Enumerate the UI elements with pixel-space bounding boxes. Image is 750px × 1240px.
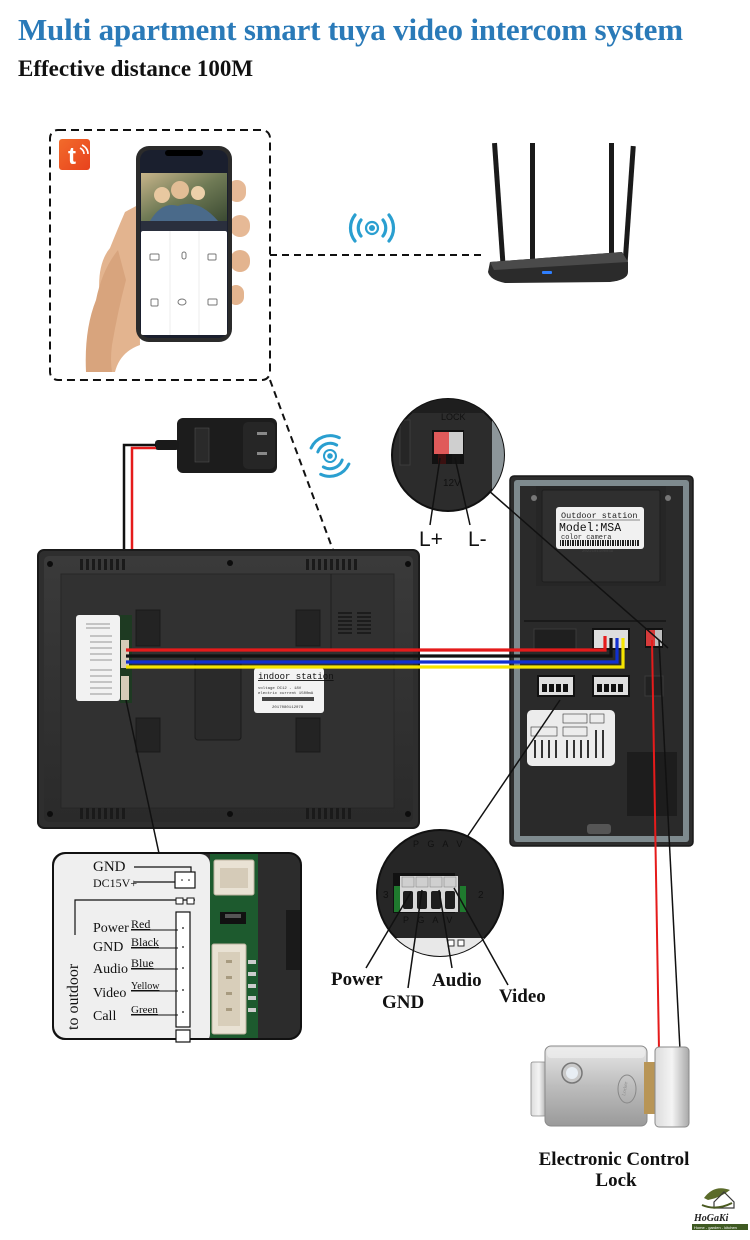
terminal-right-num: 2 xyxy=(478,890,484,901)
router-image xyxy=(488,142,636,283)
outdoor-terminal-1 xyxy=(537,675,575,697)
terminal-video-label: Video xyxy=(499,986,546,1007)
indoor-connector-detail: GND DC15V+ to outdoor Power Red GND Blac… xyxy=(52,852,302,1043)
detail-row-video-name: Video xyxy=(93,986,126,1001)
smartphone-image xyxy=(136,146,232,342)
watermark-brand: HoGaKi xyxy=(693,1213,729,1224)
watermark-tagline: Home - garden - kitchen xyxy=(694,1225,737,1230)
tuya-logo-glyph: t xyxy=(68,143,76,170)
camera-icon[interactable] xyxy=(149,253,160,261)
outdoor-model-label: Outdoor station Model:MSA color camera 2… xyxy=(556,507,644,554)
detail-row-power-name: Power xyxy=(93,921,129,936)
wire-blue-audio xyxy=(126,638,619,664)
lock-plus-label: L+ xyxy=(419,528,443,551)
wire-red-power xyxy=(126,636,607,652)
video-record-icon[interactable] xyxy=(207,253,217,261)
indoor-detail-pointer xyxy=(125,699,161,859)
lock-brand: Locker xyxy=(622,1081,629,1096)
detail-row-gnd-name: GND xyxy=(93,940,123,955)
detail-to-outdoor-label: to outdoor xyxy=(65,963,82,1030)
page-title: Multi apartment smart tuya video interco… xyxy=(18,12,683,47)
lock-terminal-callout: LOCK 12V xyxy=(391,398,505,512)
power-adapter-icon xyxy=(155,418,277,473)
wire-black-gnd xyxy=(126,638,613,658)
terminal-callout-pointer xyxy=(464,699,561,841)
outdoor-camera-type: color camera xyxy=(561,534,611,542)
wifi-signal-icon xyxy=(348,213,396,243)
detail-row-gnd-color: Black xyxy=(131,935,159,949)
detail-row-call-color: Green xyxy=(131,1004,158,1016)
wireless-link-line-2 xyxy=(269,379,334,551)
app-panel-border xyxy=(49,129,271,381)
terminal-audio-label: Audio xyxy=(432,970,482,991)
indoor-serial: 2017080112078 xyxy=(272,706,304,710)
terminal-gnd-label: GND xyxy=(382,992,424,1013)
terminal-top-marks: P G A V xyxy=(413,839,465,849)
lock-wire-black xyxy=(658,639,681,1051)
outdoor-serial: 2022101100039 xyxy=(582,550,614,554)
detail-row-power-color: Red xyxy=(131,917,150,931)
microphone-icon[interactable] xyxy=(181,251,187,260)
unlock-icon[interactable] xyxy=(150,298,159,307)
lock-wire-red xyxy=(651,639,660,1051)
indoor-station-title: indoor station xyxy=(258,672,334,682)
outdoor-terminal-2 xyxy=(592,675,630,697)
gallery-icon[interactable] xyxy=(207,298,218,306)
wifi-signal-icon-2 xyxy=(309,434,351,478)
wire-bundle xyxy=(126,636,625,669)
terminal-bottom-marks: P G A V xyxy=(403,915,455,925)
app-panel: t xyxy=(49,129,271,381)
indoor-station-label: indoor station voltage DC12 - 18V electr… xyxy=(254,668,334,713)
indoor-connector-label xyxy=(76,615,120,701)
outdoor-legend-sticker xyxy=(527,710,615,766)
detail-row-video-color: Yellow xyxy=(131,981,160,992)
lock-callout-header: LOCK xyxy=(441,412,466,422)
terminal-power-label: Power xyxy=(331,969,383,990)
electronic-lock-image: Locker xyxy=(530,1045,690,1128)
hand-image xyxy=(85,180,250,372)
detail-row-audio-name: Audio xyxy=(93,962,128,977)
terminal-left-num: 3 xyxy=(383,890,389,901)
wire-yellow-video xyxy=(126,638,625,669)
outdoor-model: Model:MSA xyxy=(559,522,621,535)
lock-caption-line2: Lock xyxy=(595,1170,637,1191)
page-subtitle: Effective distance 100M xyxy=(18,56,254,81)
indoor-current: electric current 1500mA xyxy=(258,691,314,696)
rotate-icon[interactable] xyxy=(177,298,187,306)
outdoor-station-title: Outdoor station xyxy=(561,511,638,521)
detail-row-call-name: Call xyxy=(93,1009,116,1024)
detail-gnd-label: GND xyxy=(93,859,126,875)
detail-row-audio-color: Blue xyxy=(131,956,154,970)
lock-caption-line1: Electronic Control xyxy=(539,1149,690,1170)
phone-control-pad xyxy=(141,231,227,335)
hogaki-logo: HoGaKi Home - garden - kitchen xyxy=(692,1188,748,1230)
tuya-logo-icon: t xyxy=(59,139,90,170)
indoor-voltage: voltage DC12 - 18V xyxy=(258,686,302,691)
lock-callout-pointer xyxy=(487,489,669,649)
lock-minus-label: L- xyxy=(468,528,487,551)
indoor-monitor: indoor station voltage DC12 - 18V electr… xyxy=(37,549,420,829)
detail-dc15v-label: DC15V+ xyxy=(93,876,137,890)
lock-callout-voltage: 12V xyxy=(443,478,461,489)
